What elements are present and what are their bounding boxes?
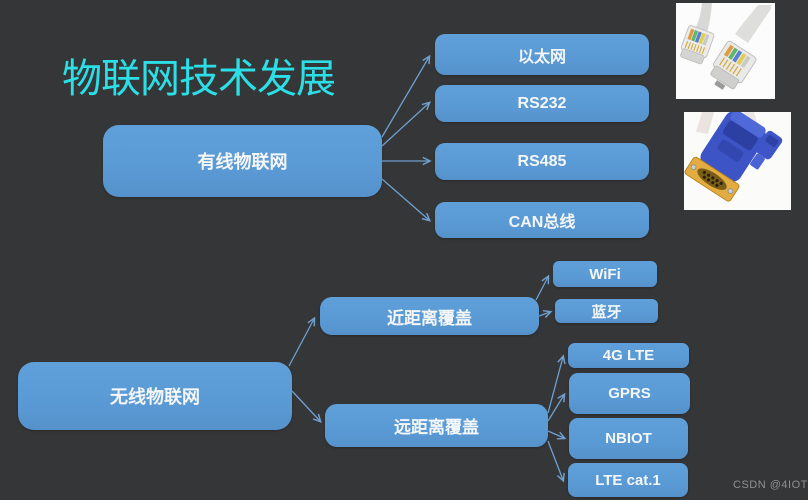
node-lte-cat1: LTE cat.1	[568, 463, 688, 497]
arrow-long-to-gprs	[547, 395, 564, 422]
slide-title: 物联网技术发展	[62, 56, 336, 102]
node-can-bus: CAN总线	[435, 202, 649, 238]
node-rs485: RS485	[435, 143, 649, 180]
node-wired-root: 有线物联网	[103, 125, 382, 197]
db9-usb-serial-adapter-photo	[684, 112, 791, 210]
arrow-wired-to-ethernet	[381, 57, 429, 138]
node-bluetooth: 蓝牙	[555, 299, 658, 323]
arrow-long-to-nbiot	[547, 430, 564, 438]
arrow-wireless-to-short	[288, 319, 314, 367]
arrow-short-to-wifi	[535, 277, 548, 301]
csdn-watermark: CSDN @4IOT	[733, 479, 808, 491]
arrow-wired-to-rs232	[381, 103, 429, 147]
node-wireless-root: 无线物联网	[18, 362, 292, 430]
node-gprs: GPRS	[569, 373, 690, 414]
arrow-wired-to-canbus	[381, 178, 429, 220]
arrow-long-to-4glte	[547, 357, 563, 414]
arrow-long-to-ltecat1	[547, 440, 563, 480]
node-ethernet: 以太网	[435, 34, 649, 75]
node-4g-lte: 4G LTE	[568, 343, 689, 368]
node-nbiot: NBIOT	[569, 418, 688, 459]
node-rs232: RS232	[435, 85, 649, 122]
arrow-wireless-to-long	[291, 390, 320, 421]
arrow-short-to-bluetooth	[538, 312, 550, 316]
node-long-range: 远距离覆盖	[325, 404, 548, 447]
rj45-ethernet-cable-photo	[676, 3, 775, 99]
node-wifi: WiFi	[553, 261, 657, 287]
node-short-range: 近距离覆盖	[320, 297, 539, 335]
